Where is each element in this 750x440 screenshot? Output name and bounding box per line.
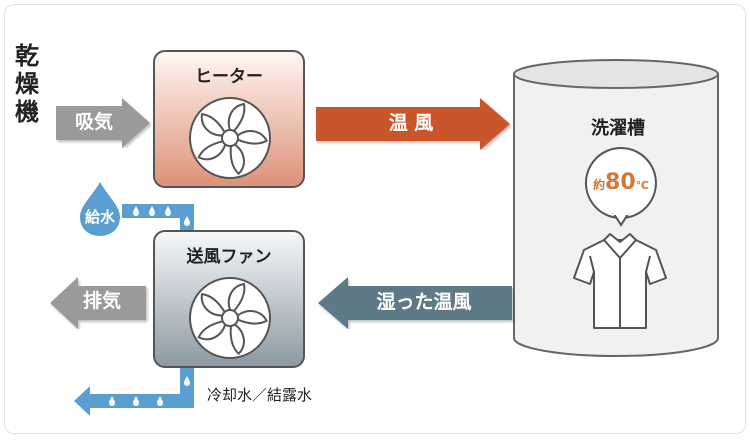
water-supply-pipe bbox=[122, 204, 194, 232]
temperature-unit: ℃ bbox=[635, 179, 649, 192]
dryer-title-char-2: 燥 bbox=[15, 70, 39, 98]
cooling-water-pipe bbox=[74, 368, 194, 416]
cooling-water-label: 冷却水／結露水 bbox=[207, 386, 313, 404]
intake-label: 吸気 bbox=[74, 111, 113, 133]
exhaust-arrow bbox=[50, 277, 146, 329]
dryer-title: 乾 燥 機 bbox=[12, 42, 42, 126]
water-drop-icon bbox=[80, 182, 120, 236]
water-supply-label: 給水 bbox=[84, 208, 115, 226]
dryer-title-char-3: 機 bbox=[15, 98, 39, 126]
humid-hot-air-label: 湿った温風 bbox=[376, 291, 472, 313]
hot-air-label: 温 風 bbox=[388, 112, 434, 134]
shirt-icon bbox=[573, 233, 667, 329]
temperature-prefix: 約 bbox=[593, 178, 606, 192]
intake-arrow bbox=[56, 98, 150, 148]
temperature-value: 80 bbox=[605, 170, 636, 195]
heater-label: ヒーター bbox=[195, 67, 263, 87]
temperature-bubble bbox=[584, 147, 657, 227]
humid-hot-air-arrow bbox=[318, 277, 512, 329]
exhaust-label: 排気 bbox=[82, 290, 121, 312]
hot-air-arrow bbox=[316, 98, 510, 150]
drum-label: 洗濯槽 bbox=[591, 118, 645, 139]
dryer-title-char-1: 乾 bbox=[15, 42, 39, 70]
temperature-readout: 約80℃ bbox=[586, 170, 656, 195]
heater-fan-icon bbox=[189, 97, 271, 179]
blower-fan-icon bbox=[189, 277, 271, 359]
blower-fan-label: 送風ファン bbox=[186, 247, 272, 267]
